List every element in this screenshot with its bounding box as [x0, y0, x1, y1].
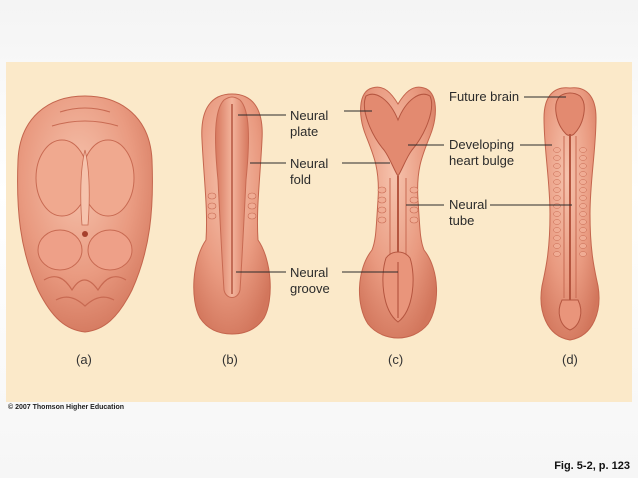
label-neural-groove-1: Neural	[290, 265, 328, 280]
copyright-notice: © 2007 Thomson Higher Education	[8, 404, 125, 411]
embryo-b	[193, 93, 271, 335]
leader-lines	[236, 96, 572, 273]
panel-label-b: (b)	[222, 352, 238, 367]
label-neural-plate-2: plate	[290, 124, 318, 139]
panel-label-c: (c)	[388, 352, 403, 367]
embryo-c	[359, 86, 437, 339]
panel-label-d: (d)	[562, 352, 578, 367]
label-neural-fold-2: fold	[290, 172, 311, 187]
label-neural-tube-2: tube	[449, 213, 474, 228]
panel-label-a: (a)	[76, 352, 92, 367]
label-future-brain: Future brain	[449, 89, 519, 104]
label-neural-tube-1: Neural	[449, 197, 487, 212]
embryo-a	[17, 95, 153, 333]
label-neural-groove-2: groove	[290, 281, 330, 296]
figure-reference: Fig. 5-2, p. 123	[554, 460, 630, 472]
label-heart-bulge-2: heart bulge	[449, 153, 514, 168]
label-neural-plate-1: Neural	[290, 108, 328, 123]
label-heart-bulge-1: Developing	[449, 137, 514, 152]
embryo-d	[540, 87, 600, 341]
label-neural-fold-1: Neural	[290, 156, 328, 171]
